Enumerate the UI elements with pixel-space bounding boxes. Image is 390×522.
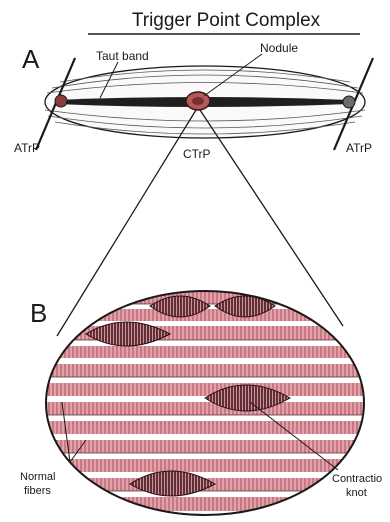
fiber-row: [40, 346, 380, 358]
label-nodule: Nodule: [260, 41, 298, 55]
panel-b-letter: B: [30, 298, 47, 328]
panel-a: A Taut band Nodule ATrP CTrP A: [14, 41, 373, 161]
title-group: Trigger Point Complex: [88, 10, 360, 34]
diagram-title: Trigger Point Complex: [132, 10, 321, 31]
fiber-row: [40, 402, 380, 415]
fiber-row: [40, 364, 380, 377]
label-ctrp: CTrP: [183, 147, 211, 161]
panel-a-letter: A: [22, 44, 40, 74]
atrp-left-dot: [55, 95, 67, 107]
label-taut-band: Taut band: [96, 49, 149, 63]
label-contraction-knot-2: knot: [346, 487, 367, 499]
label-normal-fibers-1: Normal: [20, 471, 55, 483]
fiber-row: [40, 309, 380, 321]
panel-b: B: [20, 290, 382, 515]
fiber-row: [40, 497, 380, 511]
label-atrp-left: ATrP: [14, 141, 40, 155]
fiber-row: [40, 459, 380, 472]
fiber-row: [40, 290, 380, 304]
atrp-right-dot: [343, 96, 355, 108]
fiber-row: [40, 383, 380, 396]
label-contraction-knot-1: Contractio: [332, 473, 382, 485]
fiber-row: [40, 421, 380, 434]
label-atrp-right: ATrP: [346, 141, 372, 155]
label-normal-fibers-2: fibers: [24, 485, 51, 497]
fiber-row: [40, 440, 380, 453]
